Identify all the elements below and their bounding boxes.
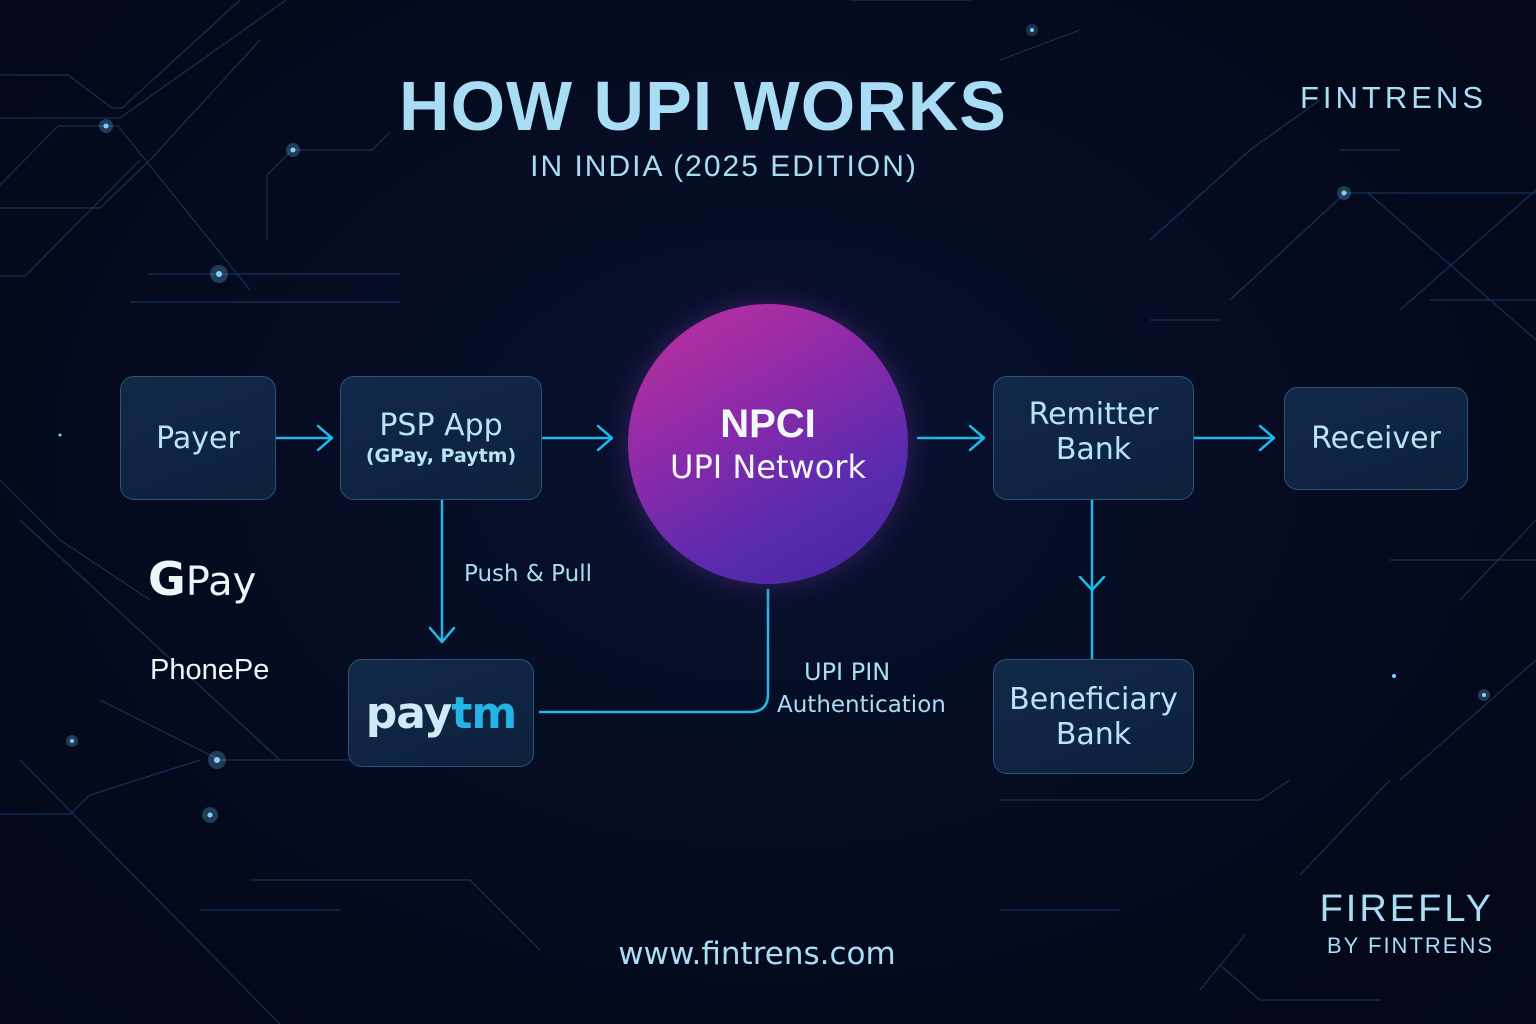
page-subtitle: IN INDIA (2025 EDITION): [530, 150, 918, 183]
node-remitter-line2: Bank: [1055, 432, 1132, 467]
node-payer: Payer: [120, 376, 276, 500]
page-title: HOW UPI WORKS: [399, 67, 1007, 145]
brand-logo-top: FINTRENS: [1300, 80, 1487, 115]
brand-by-fintrens: BY FINTRENS: [1326, 933, 1494, 958]
brand-logo-bottom: FIREFLY BY FINTRENS: [1320, 888, 1494, 962]
node-psp-app: PSP App (GPay, Paytm): [340, 376, 542, 500]
node-beneficiary-bank: Beneficiary Bank: [993, 659, 1194, 774]
node-paytm: paytm: [348, 659, 534, 767]
node-payer-label: Payer: [156, 420, 240, 456]
node-psp-app-sublabel: (GPay, Paytm): [365, 444, 517, 467]
edge-label-push-pull: Push & Pull: [464, 561, 592, 587]
npci-title: NPCI: [720, 402, 816, 446]
edge-label-upi-pin: UPI PIN: [804, 658, 891, 686]
gpay-logo: GPay: [148, 552, 257, 606]
edge-label-authentication: Authentication: [777, 692, 946, 718]
phonepe-logo: PhonePe: [150, 654, 270, 686]
website-url[interactable]: www.fintrens.com: [618, 936, 896, 972]
node-psp-app-label: PSP App: [379, 407, 503, 443]
node-remitter-bank: Remitter Bank: [993, 376, 1194, 500]
npci-subtitle: UPI Network: [670, 448, 866, 486]
brand-firefly: FIREFLY: [1319, 888, 1494, 930]
node-remitter-line1: Remitter: [1028, 397, 1159, 432]
node-npci-upi-network: NPCI UPI Network: [628, 304, 908, 584]
node-beneficiary-line2: Bank: [1055, 716, 1132, 752]
node-receiver: Receiver: [1284, 387, 1468, 490]
gpay-g-icon: G: [148, 552, 186, 606]
paytm-logo: paytm: [365, 687, 517, 739]
node-receiver-label: Receiver: [1311, 421, 1441, 456]
node-beneficiary-line1: Beneficiary: [1009, 681, 1178, 717]
